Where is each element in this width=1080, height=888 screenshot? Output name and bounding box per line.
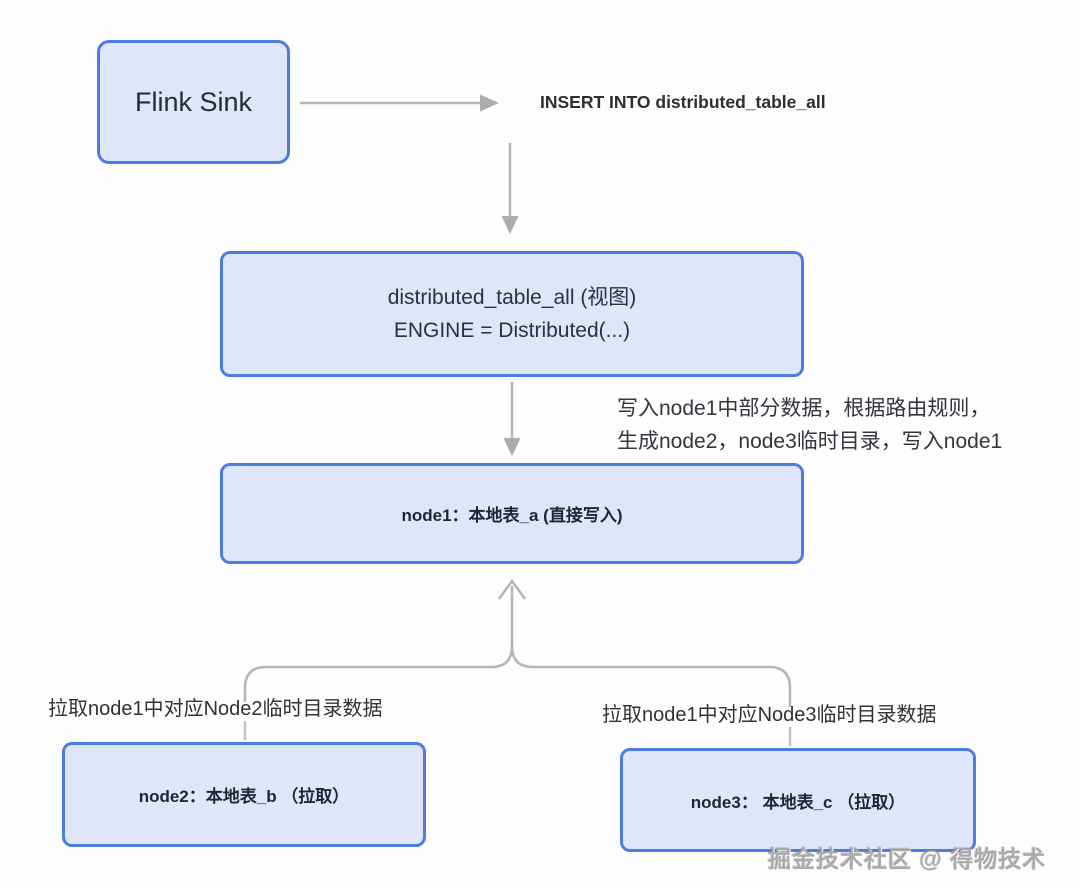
node1-label: node1：本地表_a (直接写入) — [401, 506, 623, 525]
merge-bracket-up-arrow — [243, 578, 792, 707]
pull-label-node3: 拉取node1中对应Node3临时目录数据 — [602, 704, 937, 726]
watermark-text: 掘金技术社区 @ 得物技术 — [768, 846, 1047, 872]
routing-note: 写入node1中部分数据，根据路由规则， 生成node2，node3临时目录，写… — [617, 392, 1002, 458]
flink-sink-node: Flink Sink — [97, 40, 290, 164]
node2-label: node2：本地表_b （拉取） — [138, 787, 350, 806]
node1-node: node1：本地表_a (直接写入) — [220, 463, 804, 564]
arrow-flink-to-insert — [300, 94, 499, 112]
node3-node: node3： 本地表_c （拉取） — [620, 748, 976, 852]
distributed-view-node: distributed_table_all (视图) ENGINE = Dist… — [220, 251, 804, 377]
routing-note-line2: 生成node2，node3临时目录，写入node1 — [617, 430, 1003, 453]
insert-statement-label: INSERT INTO distributed_table_all — [540, 92, 826, 112]
routing-note-line1: 写入node1中部分数据，根据路由规则， — [617, 397, 991, 420]
distributed-view-line1: distributed_table_all (视图) — [387, 286, 637, 309]
node3-label: node3： 本地表_c （拉取） — [690, 792, 906, 812]
flink-sink-label: Flink Sink — [134, 86, 253, 117]
distributed-view-line2: ENGINE = Distributed(...) — [393, 319, 631, 342]
pull-label-node2: 拉取node1中对应Node2临时目录数据 — [48, 698, 383, 720]
arrow-view-to-node1 — [503, 382, 521, 456]
node2-node: node2：本地表_b （拉取） — [62, 742, 426, 847]
arrow-insert-to-view — [501, 143, 519, 234]
